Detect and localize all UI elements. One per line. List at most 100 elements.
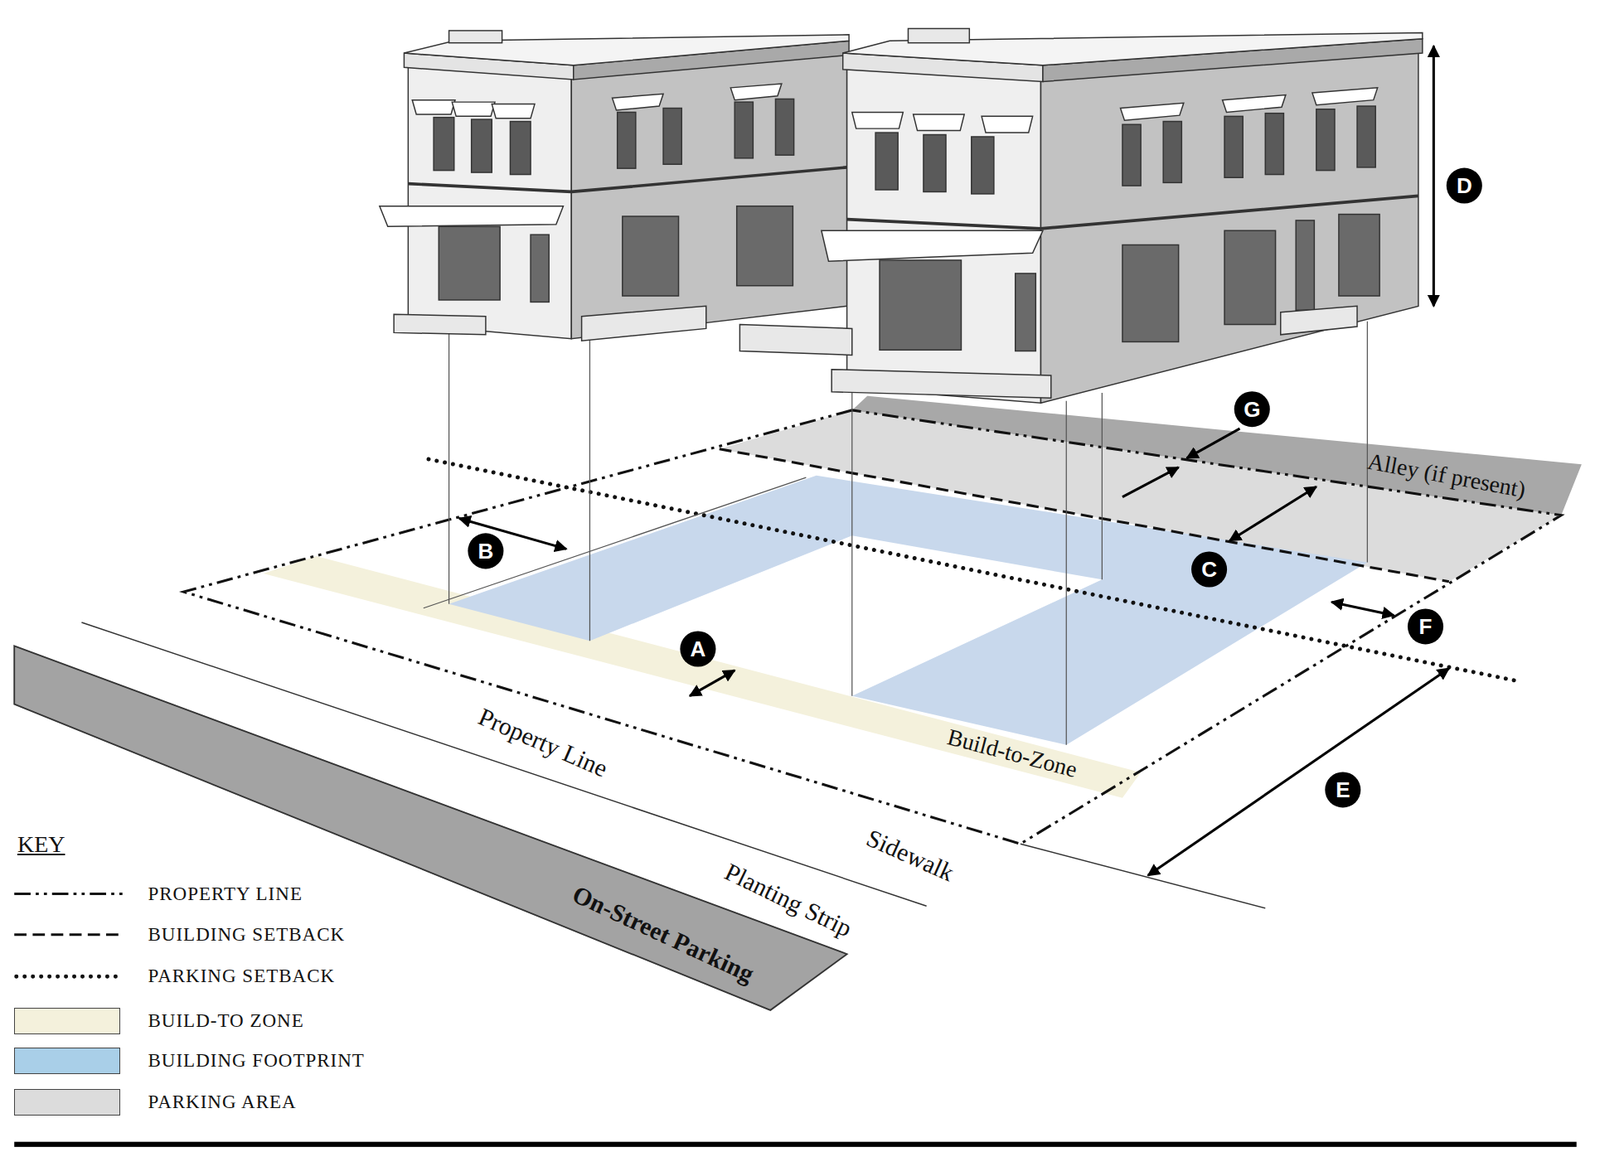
left-building [530,234,549,302]
legend-line-samples [14,892,122,896]
curb-extension [1020,843,1266,909]
building-footprint [449,475,1368,746]
callout-letter: D [1446,168,1482,204]
left-building [407,63,572,339]
left-building [663,108,682,165]
right-building [1280,305,1358,335]
parking-setback-line [428,459,1521,682]
legend-text: BUILD-TO ZONE [147,1010,304,1033]
left-building [617,111,636,169]
callout-letter: G [1234,392,1270,427]
dimension-arrows [459,45,1450,876]
alley-band [852,396,1582,516]
right-building [1312,87,1378,106]
right-building [981,116,1033,133]
left-building [433,117,455,171]
left-building [612,93,665,111]
property-line [184,410,1562,844]
left-building [438,226,500,301]
callout-letter: E [1325,772,1361,808]
right-building [1122,124,1141,186]
lot-areas [263,396,1582,799]
right-building [879,260,961,350]
legend-text: PARKING SETBACK [147,965,335,988]
left-building [471,119,493,173]
projection-lines [1101,392,1103,580]
right-building [847,195,1419,228]
legend-line-samples [14,933,122,936]
left-building [449,30,503,44]
right-building [1163,121,1182,184]
on-street-parking-band [14,645,847,1011]
legend-line-samples [14,894,122,978]
street-label: Sidewalk [862,823,959,887]
left-building [379,30,849,341]
right-building [913,114,965,131]
legend-swatch [14,1008,121,1035]
right-building [1015,273,1037,352]
left-building [379,206,564,228]
right-building [1357,106,1376,168]
legend-text: BUILDING FOOTPRINT [147,1050,364,1072]
projection-lines [589,336,591,641]
callout-circles [467,168,1482,809]
left-building [412,100,456,115]
right-building [907,28,970,43]
right-building [923,135,946,193]
right-building [1122,244,1179,342]
legend-swatch [14,1089,121,1116]
left-building [571,48,847,340]
dimension-arrows [689,670,735,697]
left-building [775,98,794,156]
legend-swatch [14,1047,121,1075]
projection-lines [449,321,1368,746]
callout-circles [1324,771,1361,808]
left-building [581,305,707,341]
legend-text: PROPERTY LINE [147,883,302,906]
left-building [393,314,486,335]
right-building [1295,220,1314,311]
right-building [739,324,852,356]
right-building [821,230,1043,262]
right-building [1224,116,1243,178]
projection-lines [1066,401,1067,746]
bottom-rule [14,1142,1576,1148]
callout-letter: F [1408,609,1444,645]
callout-circles [1234,391,1271,427]
dimension-arrows [1186,428,1240,459]
callout-circles [1446,168,1483,204]
callout-circles [467,533,504,569]
right-building [875,132,898,190]
lot-lines [184,410,1562,844]
legend-text: PARKING AREA [147,1091,296,1114]
right-building [1224,230,1276,325]
left-building [451,101,495,117]
projection-lines [851,387,853,697]
right-building [1120,102,1184,121]
side-setback-line [423,477,807,609]
callout-circles [1191,551,1227,587]
right-building [831,369,1052,398]
callout-letter: C [1192,552,1227,587]
dimension-arrows [1229,486,1317,541]
callout-circles [679,630,716,667]
left-building [730,83,782,101]
legend-line-samples [16,974,123,980]
right-building [1222,94,1286,112]
callout-letter: B [468,533,504,569]
right-building [739,28,1422,403]
right-building [1265,113,1284,175]
dimension-arrows [1122,467,1179,498]
legend-text: BUILDING SETBACK [147,924,345,946]
right-building [852,111,904,129]
dimension-arrows [1148,668,1450,876]
left-building [736,206,794,287]
left-building [734,101,753,159]
right-building [971,136,994,194]
dimension-arrows [1331,601,1394,616]
callout-circles [1407,608,1444,645]
legend-heading: KEY [17,831,66,859]
projection-lines [1367,321,1368,563]
building-setback-line [719,449,1450,582]
dimension-arrows [1432,45,1436,306]
